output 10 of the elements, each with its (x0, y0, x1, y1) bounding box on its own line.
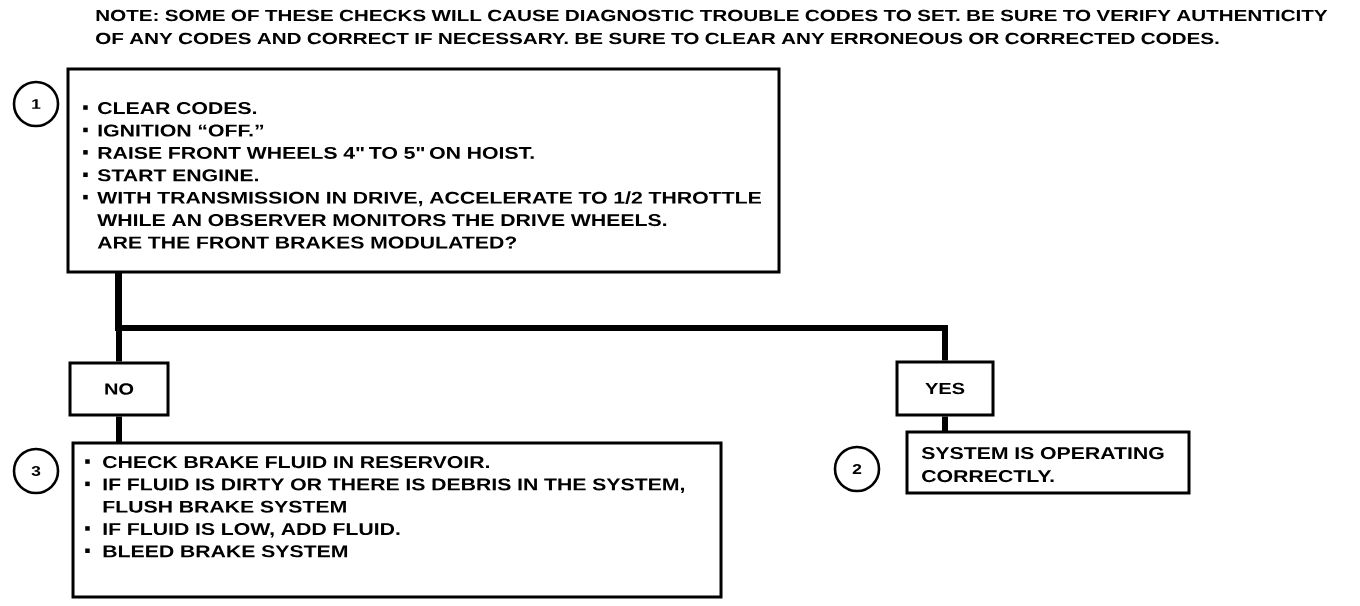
connector-line (116, 416, 122, 443)
step-box: CHECK BRAKE FLUID IN RESERVOIR. IF FLUID IS DIRTY OR THERE IS DEBRIS IN THE SYSTEM, FLUSH BRAKE SYSTEM IF FLUID IS LOW, ADD FLUID. BLEED BRAKE SYSTEM (71, 441, 723, 599)
note-text: NOTE: SOME OF THESE CHECKS WILL CAUSE DIAGNOSTIC TROUBLE CODES TO SET. BE SURE TO VERIFY AUTHENTICITY OF ANY CODES AND CORRECT IF NECESSARY. BE SURE TO CLEAR ANY ERRONEOUS OR CORRECTED CODES. (96, 9, 1328, 45)
branch-box: NO (68, 361, 170, 417)
connector-line (116, 272, 122, 362)
connector-line (942, 416, 948, 432)
result-box: SYSTEM IS OPERATING CORRECTLY. (905, 430, 1191, 495)
connector-line (115, 272, 948, 361)
step-box: CLEAR CODES. IGNITION “OFF.” RAISE FRONT WHEELS 4" TO 5" ON HOIST. START ENGINE. WITH TRANSMISSION IN DRIVE, ACCELERATE TO 1/2 THROTTLE WHILE AN OBSERVER MONITORS THE DRIVE WHEELS. ARE THE FRONT BRAKES MODULATED? (66, 67, 781, 274)
branch-box: YES (895, 360, 995, 417)
